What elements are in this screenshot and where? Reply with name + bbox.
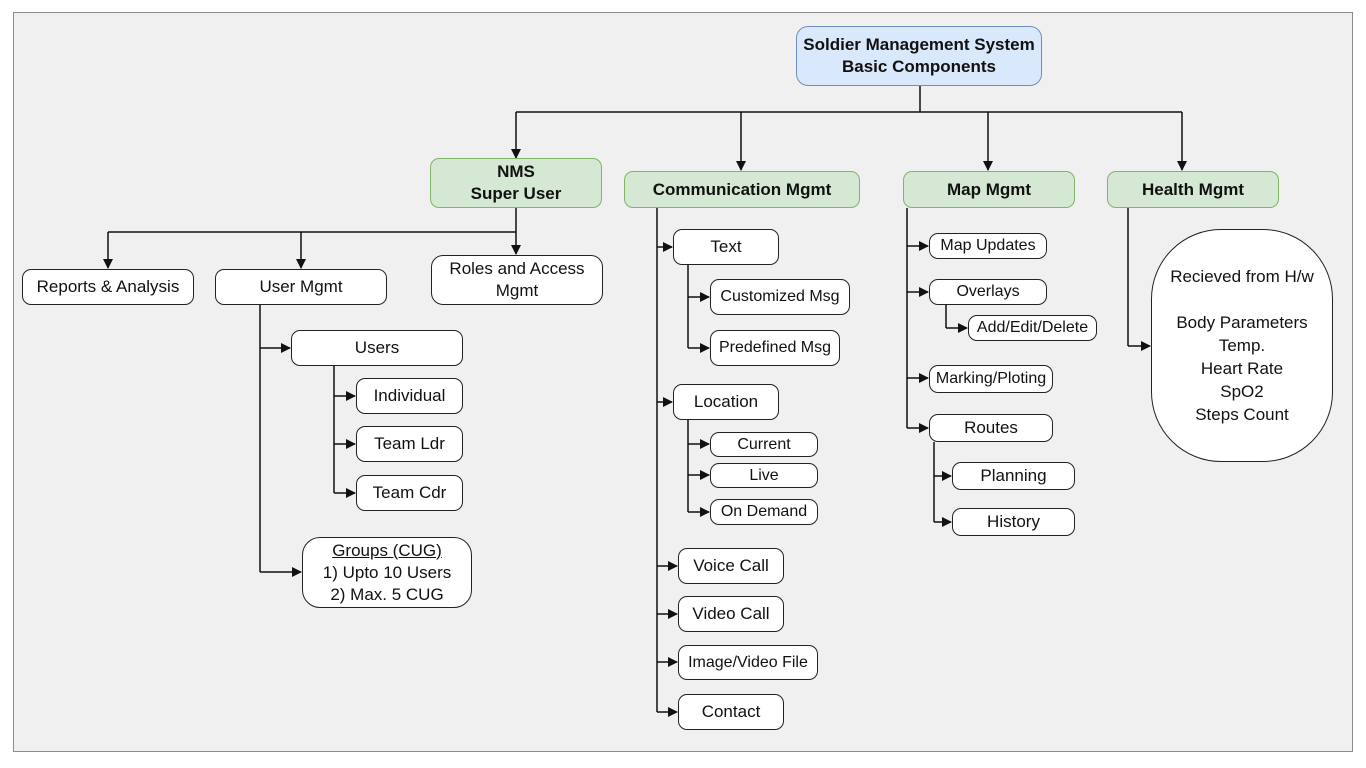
location-node: Location	[673, 384, 779, 420]
groups-rule-2: 2) Max. 5 CUG	[330, 584, 444, 604]
individual-node: Individual	[356, 378, 463, 414]
root-subtitle: Basic Components	[842, 57, 996, 76]
received-from-hw: Recieved from H/w	[1170, 267, 1314, 286]
text-node: Text	[673, 229, 779, 265]
predefined-msg-node: Predefined Msg	[710, 330, 840, 366]
health-details-node: Recieved from H/w Body Parameters Temp. …	[1151, 229, 1333, 462]
map-mgmt-node: Map Mgmt	[903, 171, 1075, 208]
on-demand-node: On Demand	[710, 499, 818, 525]
routes-node: Routes	[929, 414, 1053, 442]
users-node: Users	[291, 330, 463, 366]
team-cdr-node: Team Cdr	[356, 475, 463, 511]
live-node: Live	[710, 463, 818, 488]
contact-node: Contact	[678, 694, 784, 730]
root-node: Soldier Management System Basic Componen…	[796, 26, 1042, 86]
customized-msg-node: Customized Msg	[710, 279, 850, 315]
reports-analysis-node: Reports & Analysis	[22, 269, 194, 305]
groups-cug-node: Groups (CUG) 1) Upto 10 Users 2) Max. 5 …	[302, 537, 472, 608]
map-updates-node: Map Updates	[929, 233, 1047, 259]
spo2-param: SpO2	[1220, 382, 1264, 401]
team-ldr-node: Team Ldr	[356, 426, 463, 462]
root-title: Soldier Management System	[803, 35, 1035, 54]
roles-access-mgmt-node: Roles and Access Mgmt	[431, 255, 603, 305]
history-node: History	[952, 508, 1075, 536]
groups-title: Groups (CUG)	[332, 540, 442, 560]
communication-mgmt-node: Communication Mgmt	[624, 171, 860, 208]
temp-param: Temp.	[1218, 336, 1266, 355]
marking-ploting-node: Marking/Ploting	[929, 365, 1053, 393]
body-parameters: Body Parameters	[1176, 313, 1308, 332]
overlays-node: Overlays	[929, 279, 1047, 305]
health-mgmt-node: Health Mgmt	[1107, 171, 1279, 208]
voice-call-node: Voice Call	[678, 548, 784, 584]
image-video-file-node: Image/Video File	[678, 645, 818, 680]
current-node: Current	[710, 432, 818, 457]
video-call-node: Video Call	[678, 596, 784, 632]
steps-count-param: Steps Count	[1195, 405, 1289, 424]
planning-node: Planning	[952, 462, 1075, 490]
heart-rate-param: Heart Rate	[1200, 359, 1284, 378]
add-edit-delete-node: Add/Edit/Delete	[968, 315, 1097, 341]
roles-line-2: Mgmt	[495, 281, 539, 300]
groups-rule-1: 1) Upto 10 Users	[322, 562, 452, 582]
user-mgmt-node: User Mgmt	[215, 269, 387, 305]
nms-super-user-node: NMS Super User	[430, 158, 602, 208]
nms-subtitle: Super User	[470, 184, 562, 203]
roles-line-1: Roles and Access	[449, 259, 585, 278]
nms-title: NMS	[497, 162, 535, 181]
